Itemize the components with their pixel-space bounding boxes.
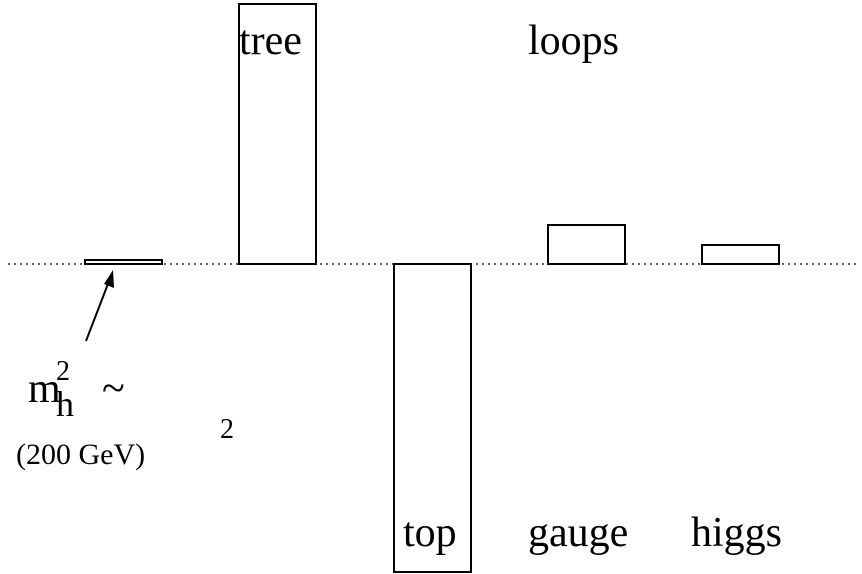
tree-bar (238, 3, 317, 265)
mass-symbol: m (28, 366, 61, 412)
annotation-arrow (85, 275, 112, 342)
tree-label: tree (239, 18, 302, 64)
mass-subscript: h (56, 384, 74, 424)
mass-value: (200 GeV) (16, 438, 146, 471)
tilde-symbol: ~ (102, 366, 125, 412)
mass-superscript: 2 (56, 356, 70, 387)
annotation-arrowhead (104, 270, 114, 288)
top-bar (393, 263, 472, 573)
loops-title: loops (528, 18, 620, 64)
higgs-label: higgs (691, 510, 783, 556)
mass-exponent: 2 (220, 414, 234, 445)
gauge-bar (547, 224, 626, 265)
mh2-bar (84, 259, 163, 265)
top-label: top (403, 510, 457, 556)
higgs-bar (701, 244, 780, 265)
gauge-label: gauge (528, 510, 629, 556)
